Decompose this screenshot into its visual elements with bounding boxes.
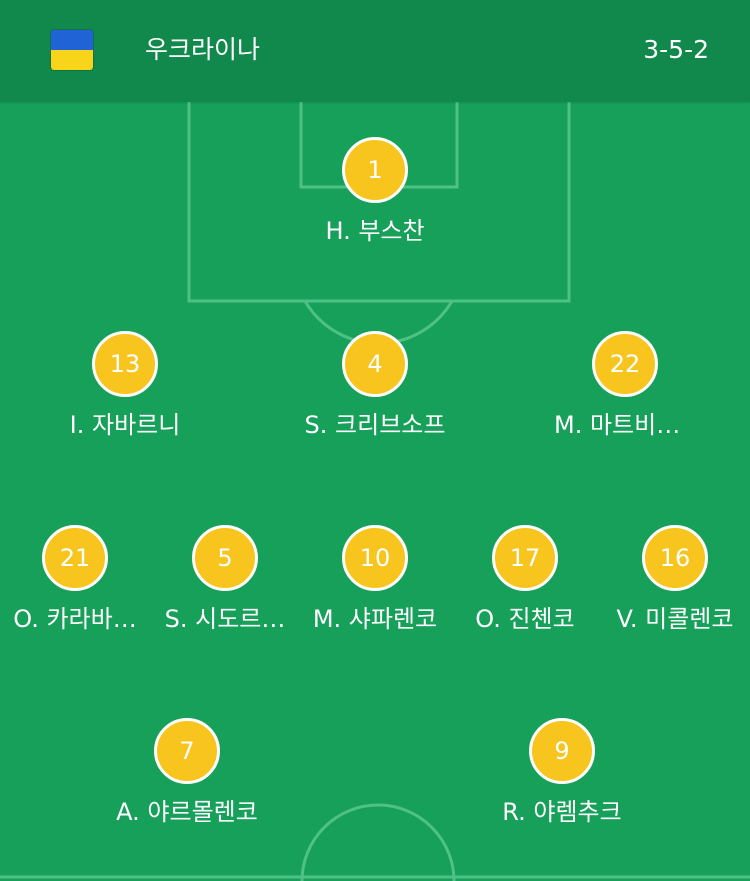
player-card[interactable]: 10 M. 샤파렌코 bbox=[300, 525, 450, 634]
player-card[interactable]: 13 I. 자바르니 bbox=[50, 331, 200, 440]
jersey-number-badge: 16 bbox=[642, 525, 708, 591]
jersey-number-badge: 9 bbox=[529, 718, 595, 784]
jersey-number-badge: 5 bbox=[192, 525, 258, 591]
team-header: 우크라이나 3-5-2 bbox=[0, 0, 750, 102]
player-card[interactable]: 16 V. 미콜렌코 bbox=[600, 525, 750, 634]
player-card[interactable]: 5 S. 시도르… bbox=[150, 525, 300, 634]
player-card[interactable]: 7 A. 야르몰렌코 bbox=[112, 718, 262, 827]
player-name: S. 크리브소프 bbox=[304, 411, 446, 439]
player-name: M. 마트비옌코 bbox=[554, 411, 700, 439]
player-name: S. 시도르… bbox=[164, 605, 286, 633]
formation-label: 3-5-2 bbox=[643, 35, 709, 64]
jersey-number-badge: 4 bbox=[342, 331, 408, 397]
jersey-number-badge: 7 bbox=[154, 718, 220, 784]
ukraine-flag-icon bbox=[51, 30, 93, 70]
player-name: R. 야렘추크 bbox=[502, 798, 622, 826]
jersey-number-badge: 13 bbox=[92, 331, 158, 397]
player-name: V. 미콜렌코 bbox=[616, 605, 734, 633]
player-card[interactable]: 1 H. 부스찬 bbox=[300, 137, 450, 246]
jersey-number-badge: 22 bbox=[592, 331, 658, 397]
player-card[interactable]: 22 M. 마트비옌코 bbox=[550, 331, 700, 440]
player-name: H. 부스찬 bbox=[325, 217, 425, 245]
player-name: I. 자바르니 bbox=[69, 411, 181, 439]
team-name: 우크라이나 bbox=[145, 35, 261, 64]
player-name: O. 진첸코 bbox=[475, 605, 575, 633]
player-name: M. 샤파렌코 bbox=[312, 605, 438, 633]
jersey-number-badge: 1 bbox=[342, 137, 408, 203]
jersey-number-badge: 10 bbox=[342, 525, 408, 591]
player-card[interactable]: 17 O. 진첸코 bbox=[450, 525, 600, 634]
player-name: A. 야르몰렌코 bbox=[116, 798, 258, 826]
jersey-number-badge: 21 bbox=[42, 525, 108, 591]
jersey-number-badge: 17 bbox=[492, 525, 558, 591]
player-card[interactable]: 21 O. 카라바… bbox=[0, 525, 150, 634]
player-card[interactable]: 9 R. 야렘추크 bbox=[487, 718, 637, 827]
center-circle bbox=[300, 803, 456, 881]
player-card[interactable]: 4 S. 크리브소프 bbox=[300, 331, 450, 440]
player-name: O. 카라바… bbox=[13, 605, 137, 633]
